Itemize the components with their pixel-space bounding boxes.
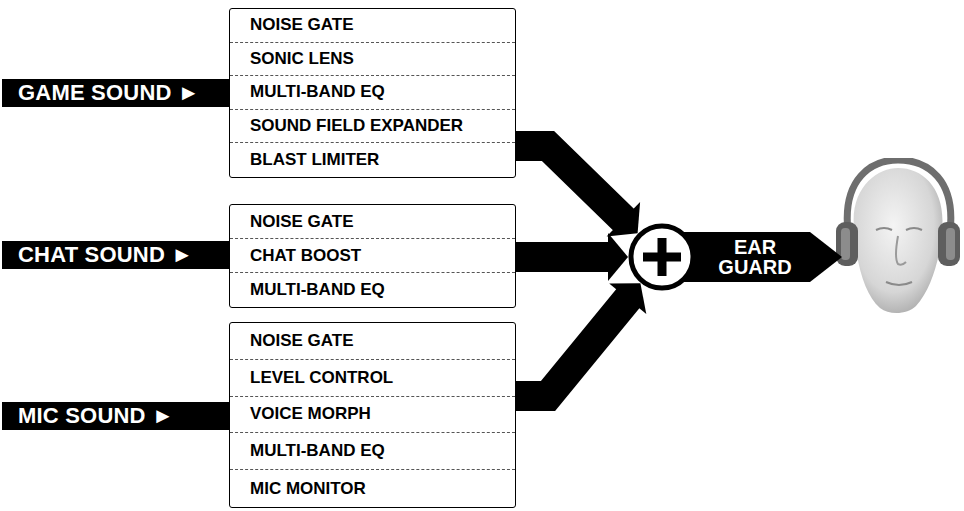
signal-connector xyxy=(515,283,646,396)
connector-band xyxy=(515,297,629,396)
connector-band xyxy=(515,146,625,221)
effect-item: SOUND FIELD EXPANDER xyxy=(230,110,515,144)
effects-box: NOISE GATELEVEL CONTROLVOICE MORPHMULTI-… xyxy=(229,322,516,508)
effect-item: LEVEL CONTROL xyxy=(230,360,515,397)
ear-guard-node: EAR GUARD xyxy=(628,221,846,293)
effect-item: MULTI-BAND EQ xyxy=(230,273,515,307)
effects-box: NOISE GATESONIC LENSMULTI-BAND EQSOUND F… xyxy=(229,8,516,178)
source-label: MIC SOUND ► xyxy=(2,405,174,427)
effect-item: BLAST LIMITER xyxy=(230,143,515,177)
effect-item: NOISE GATE xyxy=(230,205,515,239)
effects-box: NOISE GATECHAT BOOSTMULTI-BAND EQ xyxy=(229,204,516,308)
arrow-head xyxy=(609,283,646,314)
effect-item: VOICE MORPH xyxy=(230,397,515,434)
head-illustration xyxy=(832,158,962,324)
connector-band xyxy=(515,242,610,272)
effect-item: NOISE GATE xyxy=(230,9,515,43)
effect-item: MULTI-BAND EQ xyxy=(230,76,515,110)
mixer-circle xyxy=(631,226,693,288)
effect-item: NOISE GATE xyxy=(230,323,515,360)
source-band: CHAT SOUND ► xyxy=(2,241,230,269)
signal-connector xyxy=(515,146,640,237)
source-band: MIC SOUND ► xyxy=(2,402,230,430)
source-label: GAME SOUND ► xyxy=(2,82,200,104)
arrow-head xyxy=(607,202,641,236)
effect-item: MULTI-BAND EQ xyxy=(230,433,515,470)
effect-item: MIC MONITOR xyxy=(230,470,515,507)
arrow-head xyxy=(608,233,628,281)
source-band: GAME SOUND ► xyxy=(2,79,230,107)
effect-item: CHAT BOOST xyxy=(230,239,515,273)
signal-connector xyxy=(515,233,628,281)
source-label: CHAT SOUND ► xyxy=(2,244,193,266)
effect-item: SONIC LENS xyxy=(230,43,515,77)
plus-symbol xyxy=(658,238,667,276)
ear-guard-label: EAR GUARD xyxy=(706,237,804,277)
